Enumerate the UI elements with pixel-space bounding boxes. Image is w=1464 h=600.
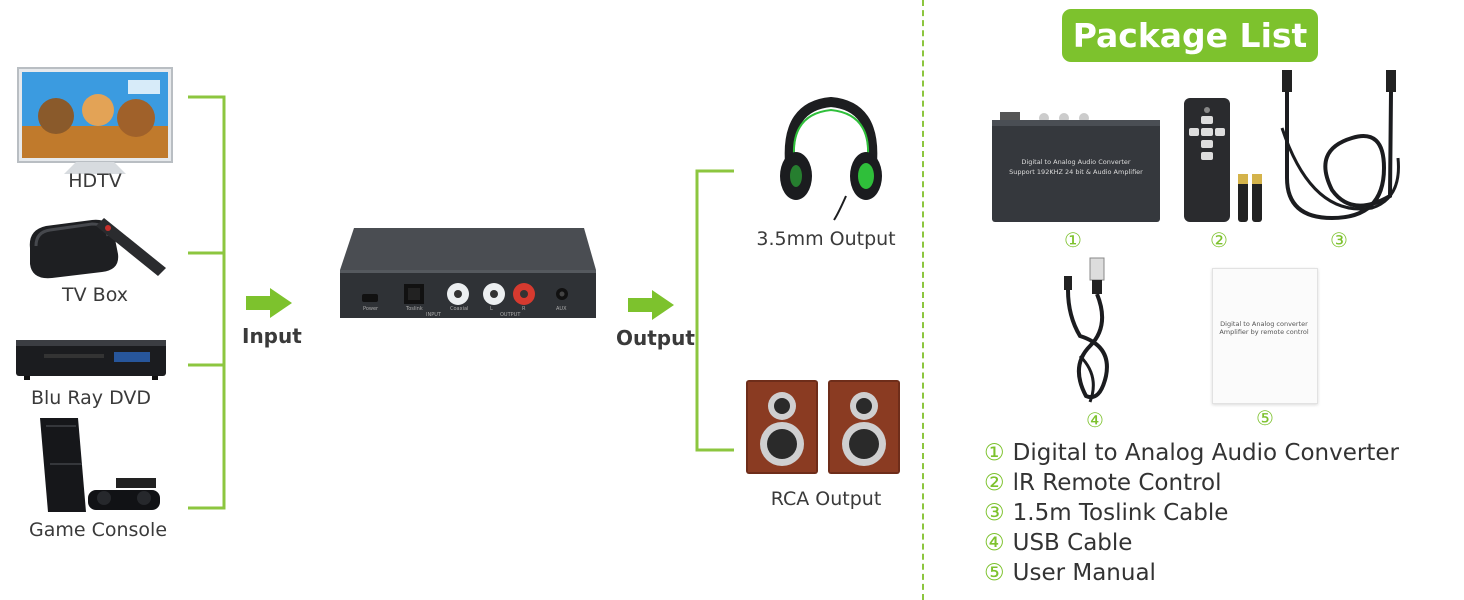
speakers-image	[744, 378, 904, 478]
device-port-label-power: Power	[363, 306, 379, 312]
package-toslink-cable-image	[1272, 68, 1412, 228]
source-label-hdtv: HDTV	[68, 170, 122, 192]
package-list-item-number: ③	[984, 500, 1005, 526]
input-arrow-icon	[246, 288, 292, 318]
converter-print-line-2: Support 192KHZ 24 bit & Audio Amplifier	[1009, 168, 1143, 176]
output-bracket	[695, 169, 734, 452]
tv-box-image	[22, 212, 172, 282]
output-label-3-5mm: 3.5mm Output	[756, 228, 896, 250]
output-label: Output	[616, 326, 695, 350]
package-list: ① Digital to Analog Audio Converter ② lR R…	[984, 438, 1399, 588]
package-list-item-text: User Manual	[1012, 560, 1156, 586]
package-number-1: ①	[1064, 228, 1082, 252]
converter-device-image	[336, 226, 598, 322]
output-label-rca: RCA Output	[770, 488, 882, 510]
device-port-label-output: OUTPUT	[500, 312, 521, 318]
package-list-item-number: ⑤	[984, 560, 1005, 586]
input-bracket	[188, 95, 226, 510]
package-list-item-text: Digital to Analog Audio Converter	[1012, 440, 1399, 466]
package-list-item: ④ USB Cable	[984, 528, 1399, 558]
input-label: Input	[242, 324, 302, 348]
converter-print-line-1: Digital to Analog Audio Converter	[1021, 158, 1131, 166]
source-label-blu-ray-dvd: Blu Ray DVD	[30, 387, 152, 409]
package-manual-image	[1212, 268, 1318, 404]
manual-print-line-2: Amplifier by remote control	[1219, 328, 1309, 336]
package-list-item: ② lR Remote Control	[984, 468, 1399, 498]
device-port-label-aux: AUX	[556, 306, 567, 312]
device-port-label-coaxial: Coaxial	[450, 306, 469, 312]
device-port-label-l: L	[490, 306, 493, 312]
package-list-item-number: ①	[984, 440, 1005, 466]
package-list-item-number: ②	[984, 470, 1005, 496]
package-remote-image	[1182, 96, 1272, 226]
package-list-item: ③ 1.5m Toslink Cable	[984, 498, 1399, 528]
package-list-item: ⑤ User Manual	[984, 558, 1399, 588]
package-list-item-number: ④	[984, 530, 1005, 556]
package-list-item-text: 1.5m Toslink Cable	[1012, 500, 1229, 526]
device-port-label-toslink: Toslink	[406, 306, 423, 312]
hdtv-image	[16, 66, 174, 176]
game-console-image	[32, 416, 164, 516]
device-port-label-r: R	[522, 306, 526, 312]
section-divider	[922, 0, 924, 600]
output-arrow-icon	[628, 290, 674, 320]
source-label-game-console: Game Console	[28, 519, 168, 541]
manual-print-line-1: Digital to Analog converter	[1220, 320, 1308, 328]
device-port-label-input: INPUT	[426, 312, 441, 318]
package-list-item-text: lR Remote Control	[1012, 470, 1222, 496]
package-list-item-text: USB Cable	[1012, 530, 1133, 556]
blu-ray-image	[14, 336, 168, 382]
package-number-2: ②	[1210, 228, 1228, 252]
package-list-item: ① Digital to Analog Audio Converter	[984, 438, 1399, 468]
package-converter-image	[990, 112, 1162, 224]
package-number-5: ⑤	[1256, 406, 1274, 430]
source-label-tv-box: TV Box	[62, 284, 128, 306]
headphones-image	[776, 92, 886, 222]
package-number-4: ④	[1086, 408, 1104, 432]
package-list-title: Package List	[1062, 9, 1318, 62]
package-number-3: ③	[1330, 228, 1348, 252]
package-usb-cable-image	[1050, 256, 1140, 406]
